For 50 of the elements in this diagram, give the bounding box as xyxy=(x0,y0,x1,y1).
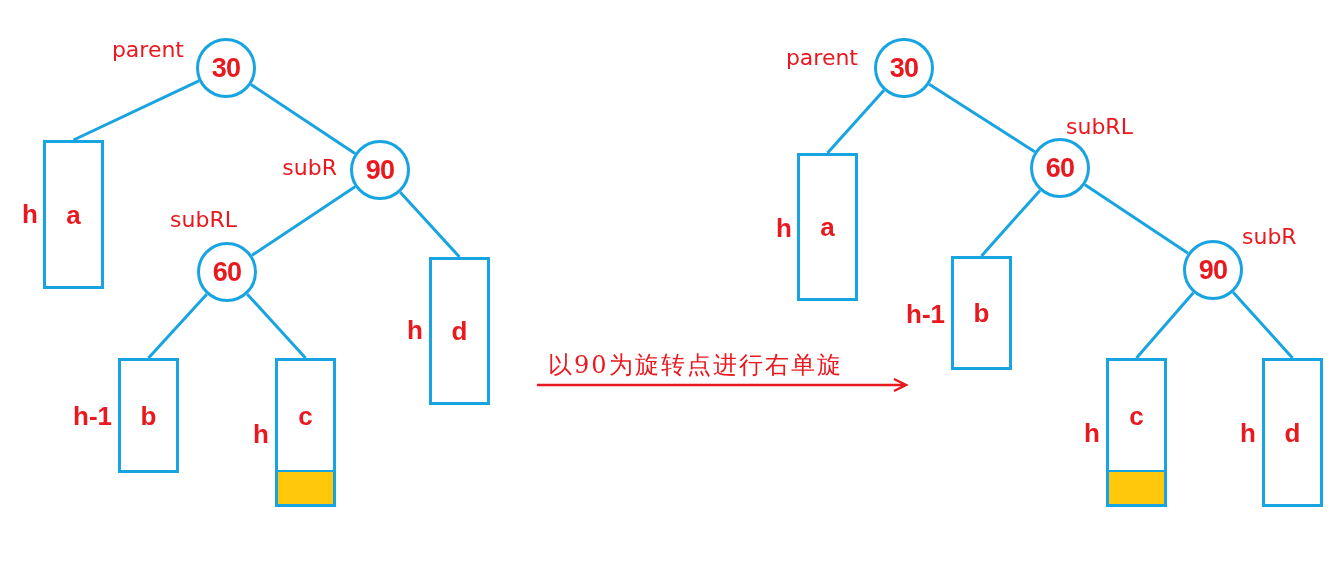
tree-edge xyxy=(826,89,886,154)
height-label: h xyxy=(1084,419,1100,447)
pointer-name: subRL xyxy=(1066,113,1133,141)
tree-edge xyxy=(399,191,461,258)
subtree-name: b xyxy=(973,300,990,326)
height-label: h xyxy=(407,316,423,344)
subtree-box xyxy=(951,256,1012,370)
height-label: h-1 xyxy=(906,300,945,328)
tree-edge xyxy=(1232,291,1294,359)
node-value: 90 xyxy=(365,156,395,184)
height-label: h xyxy=(22,200,38,228)
tree-edge xyxy=(980,189,1042,257)
subtree-box xyxy=(1262,358,1323,507)
subtree-box xyxy=(275,358,336,507)
subtree-box xyxy=(1106,358,1167,507)
height-label: h xyxy=(1240,419,1256,447)
node-value: 30 xyxy=(211,54,241,82)
pointer-name: subR xyxy=(1242,223,1297,251)
node-value: 90 xyxy=(1198,256,1228,284)
subtree-name: d xyxy=(1284,419,1301,446)
highlight-block xyxy=(278,470,333,504)
height-label: h xyxy=(253,420,269,448)
subtree-name: d xyxy=(451,318,468,344)
pointer-name: subRL xyxy=(170,206,237,234)
height-label: h-1 xyxy=(73,402,112,430)
subtree-name: b xyxy=(140,402,157,429)
tree-edge xyxy=(251,185,356,257)
subtree-name: a xyxy=(66,201,81,228)
tree-edge xyxy=(1084,183,1189,255)
pointer-name: parent xyxy=(111,36,184,64)
tree-edge xyxy=(147,293,208,359)
subtree-box xyxy=(118,358,179,473)
highlight-block xyxy=(1109,470,1164,504)
rotation-caption: 以90为旋转点进行右单旋 xyxy=(548,350,843,380)
node-value: 30 xyxy=(889,54,919,82)
subtree-name: c xyxy=(1129,402,1144,429)
subtree-name: c xyxy=(298,402,313,429)
tree-edge xyxy=(928,82,1036,154)
tree-edge xyxy=(1135,291,1195,359)
subtree-name: a xyxy=(820,214,835,240)
tree-edge xyxy=(246,293,307,359)
subtree-box xyxy=(797,153,858,301)
node-value: 60 xyxy=(212,258,242,286)
node-value: 60 xyxy=(1045,154,1075,182)
pointer-name: parent xyxy=(785,44,858,72)
height-label: h xyxy=(776,214,792,242)
subtree-box xyxy=(429,257,490,405)
pointer-name: subR xyxy=(282,154,337,182)
subtree-box xyxy=(43,140,104,289)
tree-edge xyxy=(250,83,356,155)
